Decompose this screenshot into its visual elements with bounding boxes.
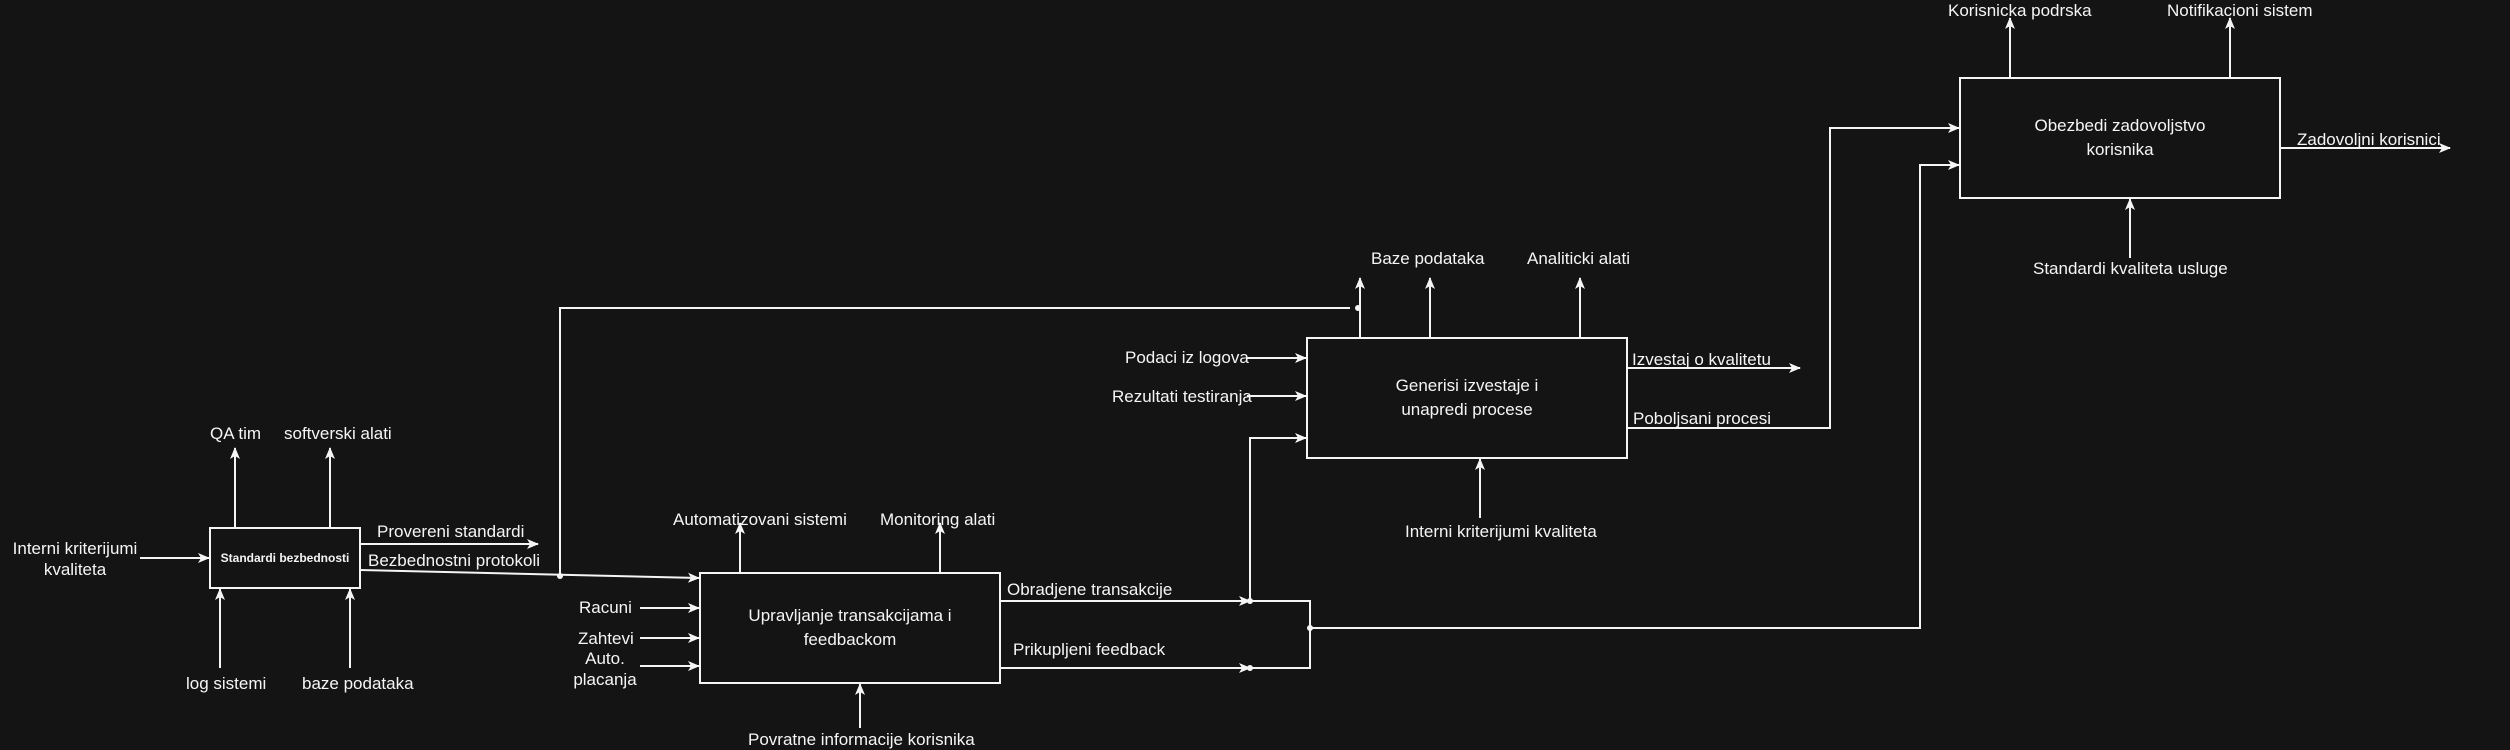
label-poboljsani-procesi: Poboljsani procesi [1633, 409, 1771, 428]
label-qa-tim: QA tim [210, 424, 262, 443]
box-generisi-izvestaje[interactable] [1306, 337, 1628, 459]
title-text: Standardi bezbednosti [220, 551, 350, 565]
label-zadovoljni-korisnici: Zadovoljni korisnici [2297, 130, 2441, 149]
label-interni-kriterijumi-kvaliteta: Interni kriterijumi kvaliteta [1405, 522, 1597, 541]
title-generisi-izvestaje: Generisi izvestaje i unapredi procese [1307, 338, 1627, 458]
box-standardi-bezbednosti[interactable] [209, 527, 361, 589]
label-line: Auto. [585, 649, 625, 668]
label-baze-podataka: Baze podataka [1371, 249, 1485, 268]
label-baze-podataka-small: baze podataka [302, 674, 414, 693]
label-line: placanja [573, 670, 637, 689]
label-povratne-informacije: Povratne informacije korisnika [748, 730, 975, 749]
title-line-2: feedbackom [803, 630, 897, 649]
label-provereni-standardi: Provereni standardi [377, 522, 525, 541]
junction-dot [1355, 305, 1361, 311]
label-obradjene-transakcije: Obradjene transakcije [1007, 580, 1173, 599]
title-upravljanje-transakcijama: Upravljanje transakcijama i feedbackom [700, 573, 1000, 683]
label-auto-placanja: Auto. placanja [566, 648, 644, 690]
label-log-sistemi: log sistemi [186, 674, 267, 693]
arrow-protokoli-to-reports [559, 307, 1350, 576]
label-rezultati-testiranja: Rezultati testiranja [1112, 387, 1252, 406]
arrow-bezbednostni-protokoli [359, 569, 700, 583]
label-podaci-iz-logova: Podaci iz logova [1125, 348, 1249, 367]
label-automatizovani-sistemi: Automatizovani sistemi [673, 510, 847, 529]
title-obezbedi-zadovoljstvo: Obezbedi zadovoljstvo korisnika [1960, 78, 2280, 198]
label-softverski-alati: softverski alati [284, 424, 392, 443]
title-line-1: Obezbedi zadovoljstvo [2034, 116, 2206, 135]
label-interni-kriterijumi: Interni kriterijumi kvaliteta [0, 538, 150, 580]
arrow-to-satisfaction [1310, 160, 1960, 629]
arrow-transactions-merge [1250, 600, 1311, 669]
box-upravljanje-transakcijama[interactable] [699, 572, 1001, 684]
label-notifikacioni-sistem: Notifikacioni sistem [2167, 1, 2313, 20]
label-monitoring-alati: Monitoring alati [880, 510, 996, 529]
title-line-2: korisnika [2086, 140, 2154, 159]
label-bezbednostni-protokoli: Bezbednostni protokoli [368, 551, 541, 570]
label-line: kvaliteta [43, 560, 107, 579]
junction-dot [1247, 665, 1253, 671]
label-izvestaj-o-kvalitetu: Izvestaj o kvalitetu [1632, 350, 1771, 369]
label-racuni: Racuni [579, 598, 632, 617]
label-korisnicka-podrska: Korisnicka podrska [1948, 1, 2092, 20]
label-standardi-kvaliteta-usluge: Standardi kvaliteta usluge [2033, 259, 2228, 278]
junction-dot [1247, 598, 1253, 604]
label-analiticki-alati: Analiticki alati [1527, 249, 1630, 268]
title-line-1: Upravljanje transakcijama i [748, 606, 952, 625]
junction-dot [557, 573, 563, 579]
title-standardi-bezbednosti: Standardi bezbednosti [210, 528, 360, 588]
junction-dot [1307, 625, 1313, 631]
arrow-to-reports [1249, 433, 1307, 601]
title-line-1: Generisi izvestaje i [1395, 376, 1539, 395]
title-line-2: unapredi procese [1401, 400, 1533, 419]
label-zahtevi: Zahtevi [578, 629, 634, 648]
arrow-poboljsani-procesi [1627, 123, 1960, 429]
label-prikupljeni-feedback: Prikupljeni feedback [1013, 640, 1166, 659]
label-line: Interni kriterijumi [12, 539, 138, 558]
box-obezbedi-zadovoljstvo[interactable] [1959, 77, 2281, 199]
